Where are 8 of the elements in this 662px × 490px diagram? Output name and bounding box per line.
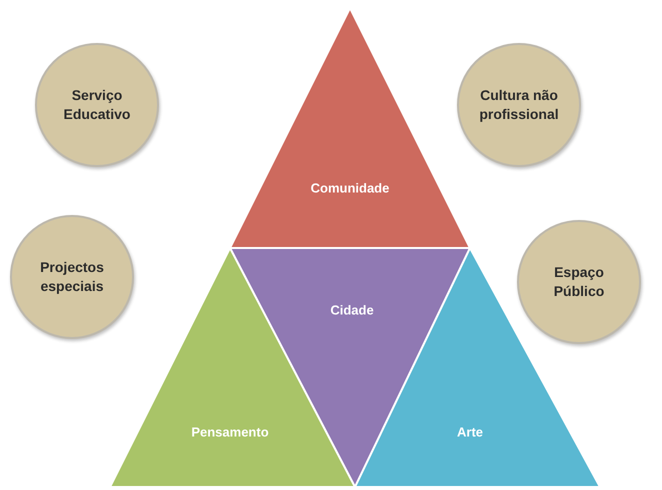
topic-label: Serviço Educativo [62,86,132,124]
segment-label: Pensamento [191,424,269,440]
topic-label: Projectos especiais [39,258,105,296]
segment-label: Comunidade [310,180,390,196]
topic-label: Espaço Público [552,263,606,301]
segment-label: Arte [457,424,483,440]
segment-label: Cidade [330,302,374,318]
topic-label: Cultura não profissional [478,86,560,124]
